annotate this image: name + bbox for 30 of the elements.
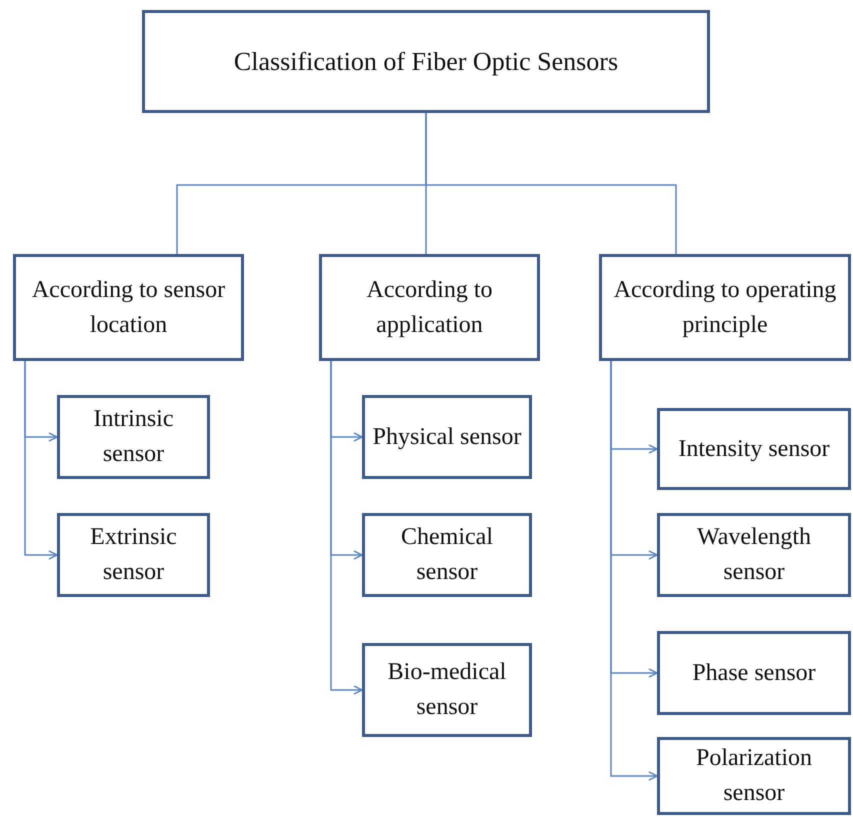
box-label: According to application [366, 276, 494, 340]
box-label: Phase sensor [692, 658, 816, 688]
title-box [142, 10, 710, 113]
category-box [657, 408, 851, 490]
box-label: According to operating principle [612, 276, 838, 340]
arrow [610, 361, 658, 781]
box-label: Chemical sensor [400, 523, 494, 587]
category-box [57, 513, 210, 597]
category-box [362, 513, 532, 597]
category-box [319, 254, 540, 361]
category-box [657, 513, 851, 597]
arrow [330, 361, 363, 695]
category-box [13, 254, 244, 361]
box-label: Bio-medical sensor [386, 658, 508, 722]
category-box [599, 254, 851, 361]
box-label: Polarization sensor [695, 744, 813, 808]
category-box [362, 395, 532, 479]
box-label: Extrinsic sensor [89, 523, 178, 587]
connector-line [425, 113, 677, 254]
category-box [657, 737, 851, 815]
box-label: Classification of Fiber Optic Sensors [234, 46, 618, 78]
category-box [57, 395, 210, 479]
category-box [362, 643, 532, 737]
category-box [657, 631, 851, 715]
box-label: Intensity sensor [678, 434, 830, 464]
box-label: Wavelength sensor [696, 523, 812, 587]
arrow [24, 361, 58, 560]
box-label: Physical sensor [372, 422, 522, 452]
box-label: According to sensor location [30, 276, 226, 340]
box-label: Intrinsic sensor [92, 405, 174, 469]
